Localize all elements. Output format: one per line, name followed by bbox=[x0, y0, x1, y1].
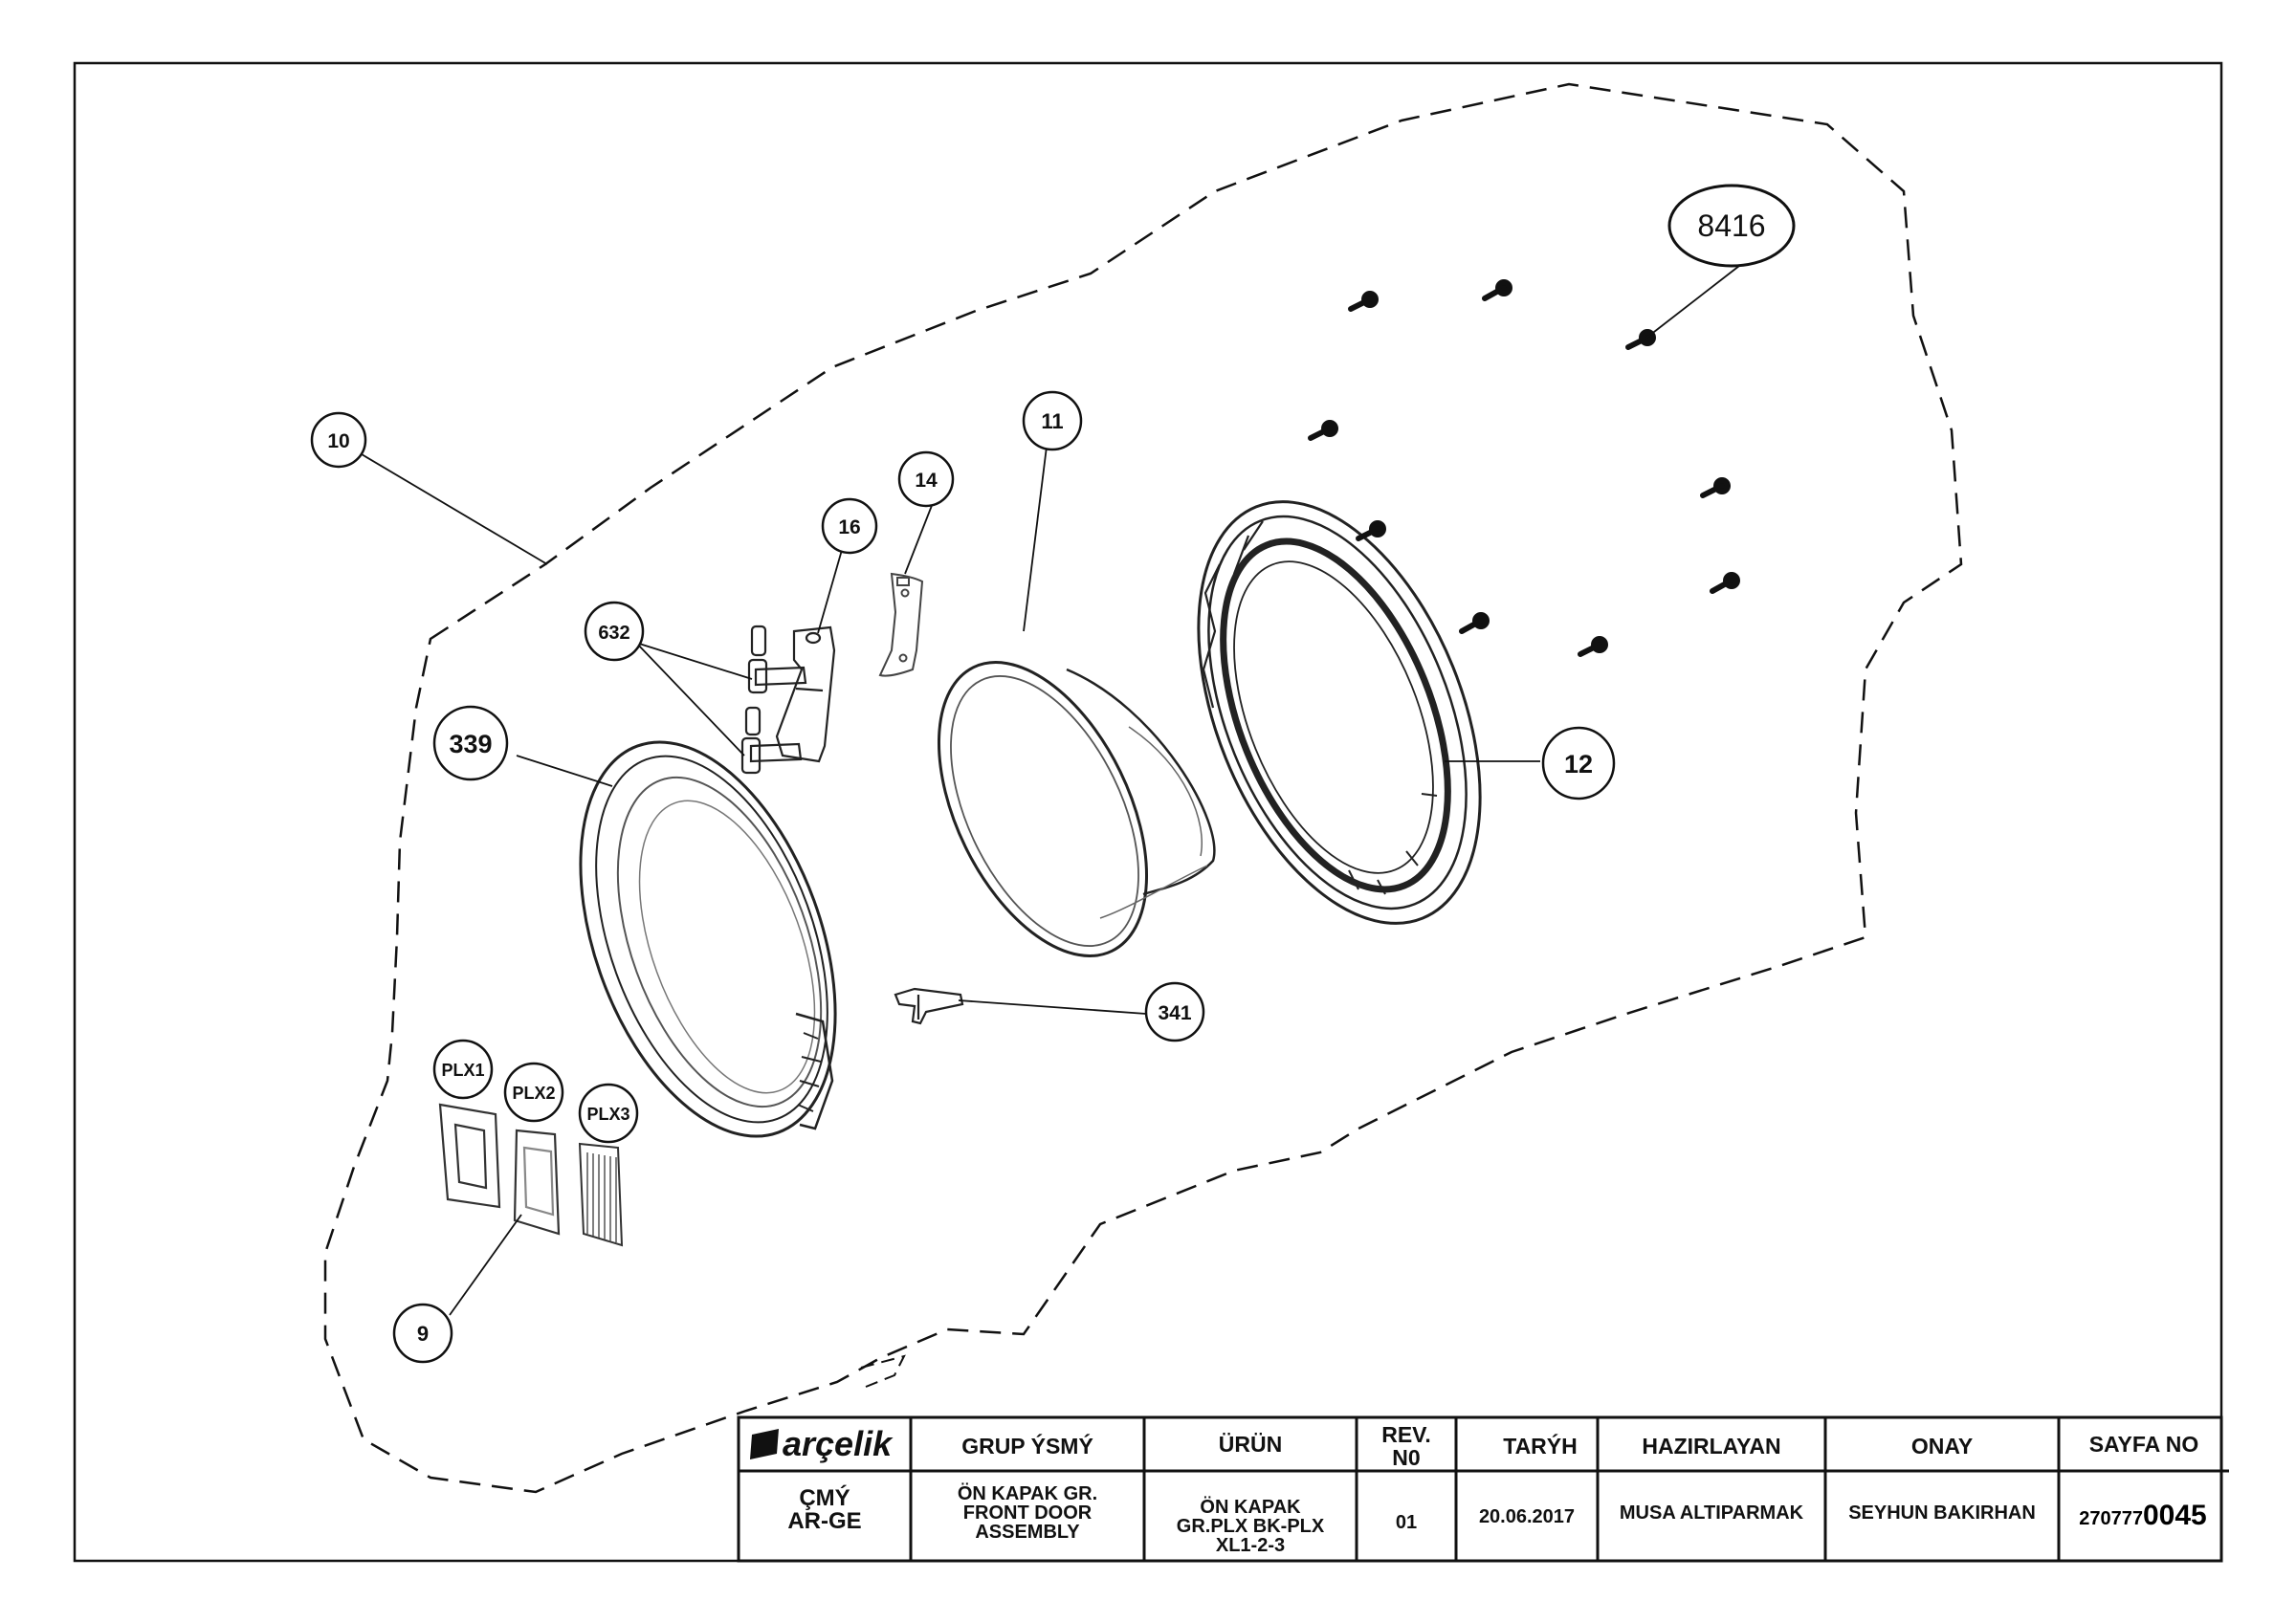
header-page-no: SAYFA NO bbox=[2089, 1432, 2199, 1457]
callout-632: 632 bbox=[584, 601, 645, 662]
svg-text:9: 9 bbox=[417, 1322, 429, 1346]
header-approval: ONAY bbox=[1911, 1434, 1973, 1459]
callout-plx2: PLX2 bbox=[503, 1062, 564, 1123]
dashed-boundary-notch bbox=[860, 1354, 906, 1388]
svg-text:PLX3: PLX3 bbox=[586, 1105, 629, 1124]
approval-value: SEYHUN BAKIRHAN bbox=[1848, 1502, 2036, 1524]
callout-8416: 8416 bbox=[1667, 184, 1796, 268]
callout-341: 341 bbox=[1144, 981, 1205, 1042]
svg-text:12: 12 bbox=[1564, 750, 1593, 779]
svg-text:339: 339 bbox=[449, 730, 492, 758]
prepared-by-value: MUSA ALTIPARMAK bbox=[1620, 1502, 1804, 1524]
part-plx1-handle bbox=[438, 1103, 501, 1209]
svg-text:632: 632 bbox=[598, 623, 629, 644]
header-prepared-by: HAZIRLAYAN bbox=[1642, 1434, 1780, 1459]
callout-339: 339 bbox=[432, 705, 509, 781]
group-line1: ÖN KAPAK GR. bbox=[958, 1482, 1097, 1504]
callout-11: 11 bbox=[1022, 390, 1083, 451]
date-value: 20.06.2017 bbox=[1479, 1506, 1575, 1527]
group-line2: FRONT DOOR bbox=[963, 1502, 1093, 1524]
part-11-glass-bowl bbox=[937, 661, 1216, 957]
callout-10: 10 bbox=[310, 411, 367, 469]
part-16-hinge bbox=[749, 625, 836, 763]
svg-text:8416: 8416 bbox=[1697, 208, 1765, 243]
header-group-name: GRUP ÝSMÝ bbox=[961, 1433, 1093, 1459]
header-date: TARÝH bbox=[1503, 1433, 1578, 1459]
title-block: arçelik GRUP ÝSMÝ ÜRÜN REV. N0 TARÝH HAZ… bbox=[737, 1415, 2229, 1563]
svg-text:341: 341 bbox=[1158, 1002, 1191, 1024]
callout-16: 16 bbox=[821, 497, 878, 555]
callout-plx3: PLX3 bbox=[578, 1083, 639, 1144]
product-line2: GR.PLX BK-PLX bbox=[1177, 1516, 1325, 1537]
product-line1: ÖN KAPAK bbox=[1200, 1496, 1301, 1518]
callout-12: 12 bbox=[1541, 726, 1616, 801]
part-632-hinge-pins bbox=[740, 625, 768, 775]
part-12-inner-frame bbox=[1197, 500, 1482, 925]
callout-plx1: PLX1 bbox=[432, 1039, 494, 1100]
dept-line2: AR-GE bbox=[787, 1508, 861, 1534]
part-plx2-handle bbox=[513, 1129, 561, 1236]
arcelik-logo: arçelik bbox=[750, 1424, 894, 1463]
svg-text:arçelik: arçelik bbox=[783, 1424, 894, 1463]
product-line3: XL1-2-3 bbox=[1216, 1535, 1285, 1556]
part-339-door-ring bbox=[579, 740, 837, 1138]
rev-value: 01 bbox=[1396, 1512, 1417, 1533]
group-line3: ASSEMBLY bbox=[975, 1522, 1080, 1543]
svg-text:10: 10 bbox=[327, 430, 349, 452]
part-341-latch bbox=[894, 987, 964, 1025]
header-product: ÜRÜN bbox=[1219, 1432, 1282, 1457]
callout-14: 14 bbox=[897, 450, 955, 508]
part-8416-screws bbox=[1308, 279, 1740, 657]
page-number: 2707770045 bbox=[2079, 1500, 2207, 1531]
callout-9: 9 bbox=[392, 1303, 453, 1364]
dashed-boundary-outline bbox=[323, 82, 1963, 1494]
svg-text:11: 11 bbox=[1041, 409, 1063, 433]
header-rev-line2: N0 bbox=[1392, 1445, 1420, 1470]
part-plx3-handle bbox=[578, 1142, 624, 1247]
part-14-hinge-plate bbox=[878, 572, 924, 677]
svg-text:16: 16 bbox=[838, 516, 860, 538]
svg-text:PLX2: PLX2 bbox=[512, 1084, 555, 1103]
svg-text:14: 14 bbox=[915, 470, 938, 492]
dept-line1: ÇMÝ bbox=[799, 1484, 850, 1511]
header-rev-line1: REV. bbox=[1381, 1422, 1431, 1447]
svg-text:PLX1: PLX1 bbox=[441, 1061, 484, 1080]
leader-lines bbox=[361, 265, 1740, 1316]
